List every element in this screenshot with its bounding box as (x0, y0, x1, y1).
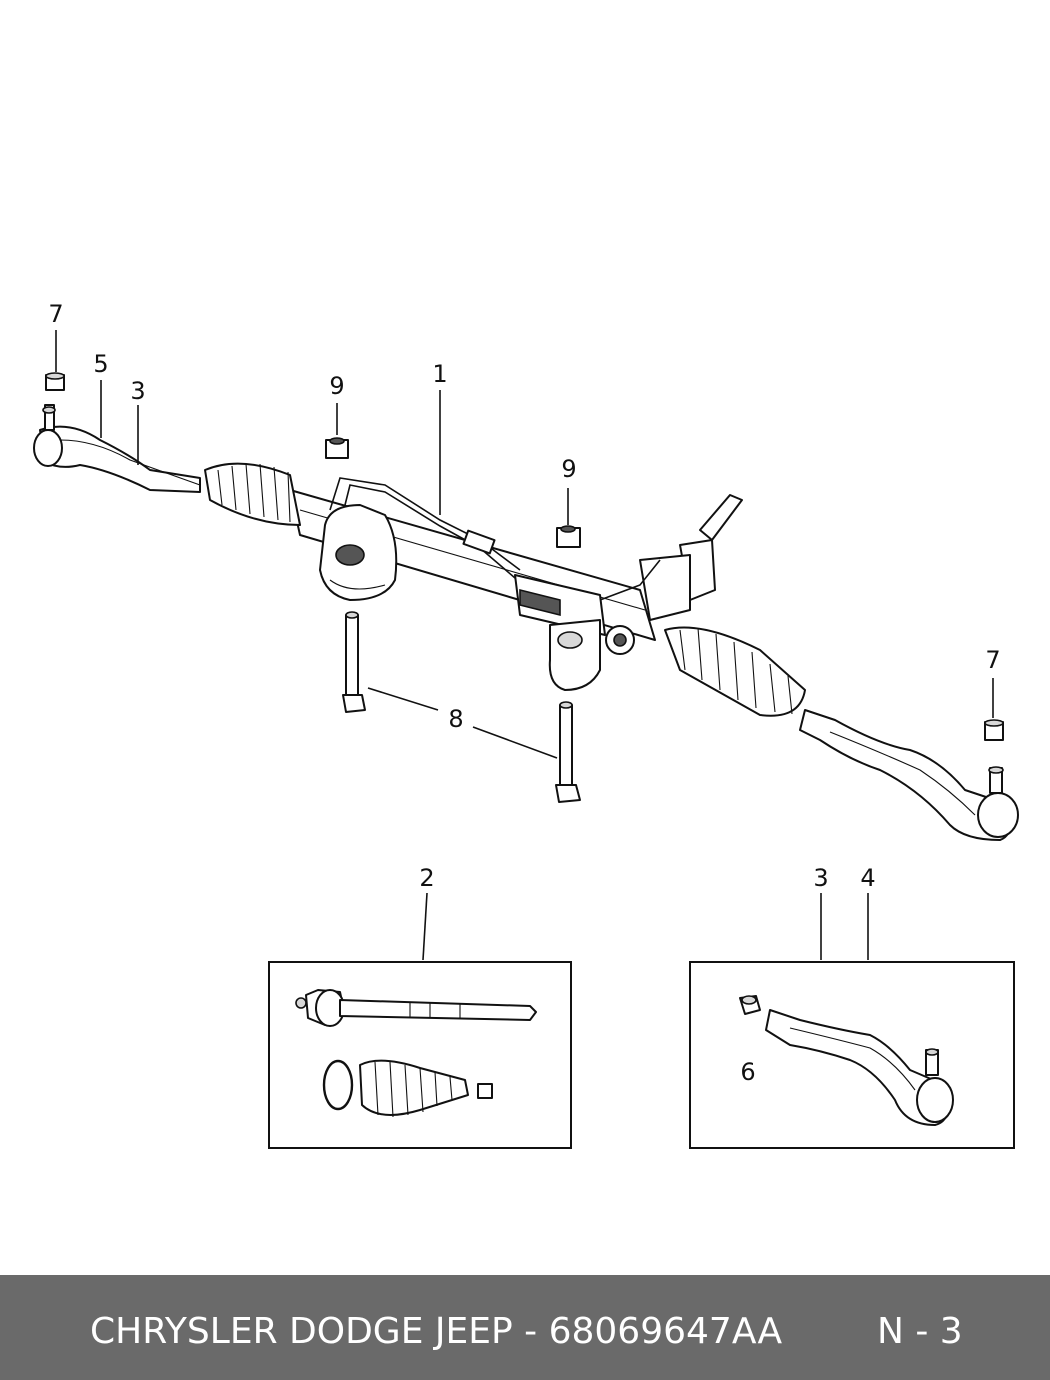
boot-kit (322, 1059, 493, 1118)
callout-7-left: 7 (48, 300, 63, 328)
steering-rack-assembly (204, 462, 806, 717)
callout-8: 8 (448, 705, 463, 733)
callout-5: 5 (93, 350, 108, 378)
detail-box-outer-tie-rod-end (689, 961, 1015, 1149)
footer-bar: CHRYSLER DODGE JEEP - 68069647AA N - 3 (0, 1275, 1050, 1380)
callout-6: 6 (740, 1058, 755, 1086)
callout-labels: 1 2 3 3 4 5 6 7 7 8 9 9 (48, 300, 1000, 1086)
callout-3-left: 3 (130, 377, 145, 405)
nut-9-left (325, 437, 349, 459)
nut-7-right (984, 719, 1004, 741)
footer-page-code: N - 3 (877, 1311, 963, 1352)
leader-lines (55, 330, 994, 1057)
bolt-8-right (555, 701, 581, 803)
callout-2: 2 (419, 864, 434, 892)
right-tie-rod-end (799, 709, 1019, 841)
callout-7-right: 7 (985, 646, 1000, 674)
callout-9-right: 9 (561, 455, 576, 483)
detail-box-inner-tie-rod (268, 961, 572, 1149)
right-boot (664, 626, 806, 717)
jam-nut-6 (739, 995, 761, 1015)
callout-3-detail: 3 (813, 864, 828, 892)
bolt-8-left (342, 611, 366, 713)
callout-9-left: 9 (329, 372, 344, 400)
callout-1: 1 (432, 360, 447, 388)
inner-tie-rod (295, 989, 537, 1027)
footer-part-title: CHRYSLER DODGE JEEP - 68069647AA (90, 1311, 783, 1352)
steering-gear-diagram: 1 2 3 3 4 5 6 7 7 8 9 9 (33, 300, 1019, 1149)
left-boot (204, 462, 301, 526)
outer-tie-rod-end (765, 1009, 954, 1126)
nut-7-left (45, 372, 65, 391)
callout-4: 4 (860, 864, 875, 892)
left-tie-rod-end (33, 404, 201, 493)
nut-9-right (556, 525, 581, 548)
